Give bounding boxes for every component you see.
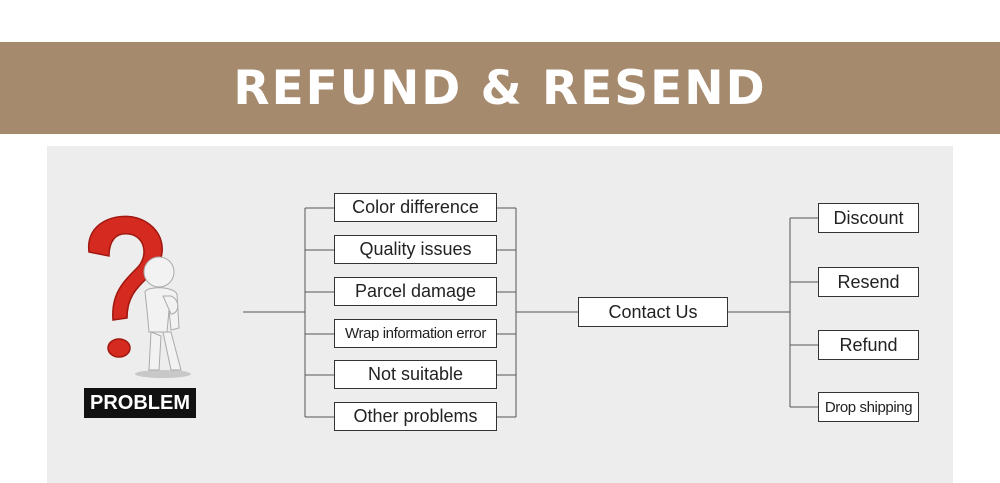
problem-box: Other problems [334, 402, 497, 431]
solution-box: Refund [818, 330, 919, 360]
problem-label: PROBLEM [84, 388, 196, 418]
contact-us-box: Contact Us [578, 297, 728, 327]
problem-figure-icon [88, 215, 191, 378]
solution-box: Discount [818, 203, 919, 233]
problem-box: Parcel damage [334, 277, 497, 306]
problem-box: Not suitable [334, 360, 497, 389]
problem-box: Wrap information error [334, 319, 497, 348]
solution-box: Resend [818, 267, 919, 297]
diagram-panel [47, 146, 953, 483]
problem-box: Color difference [334, 193, 497, 222]
title-banner: REFUND & RESEND [0, 42, 1000, 134]
solution-box: Drop shipping [818, 392, 919, 422]
banner-title: REFUND & RESEND [233, 60, 767, 116]
problem-box: Quality issues [334, 235, 497, 264]
